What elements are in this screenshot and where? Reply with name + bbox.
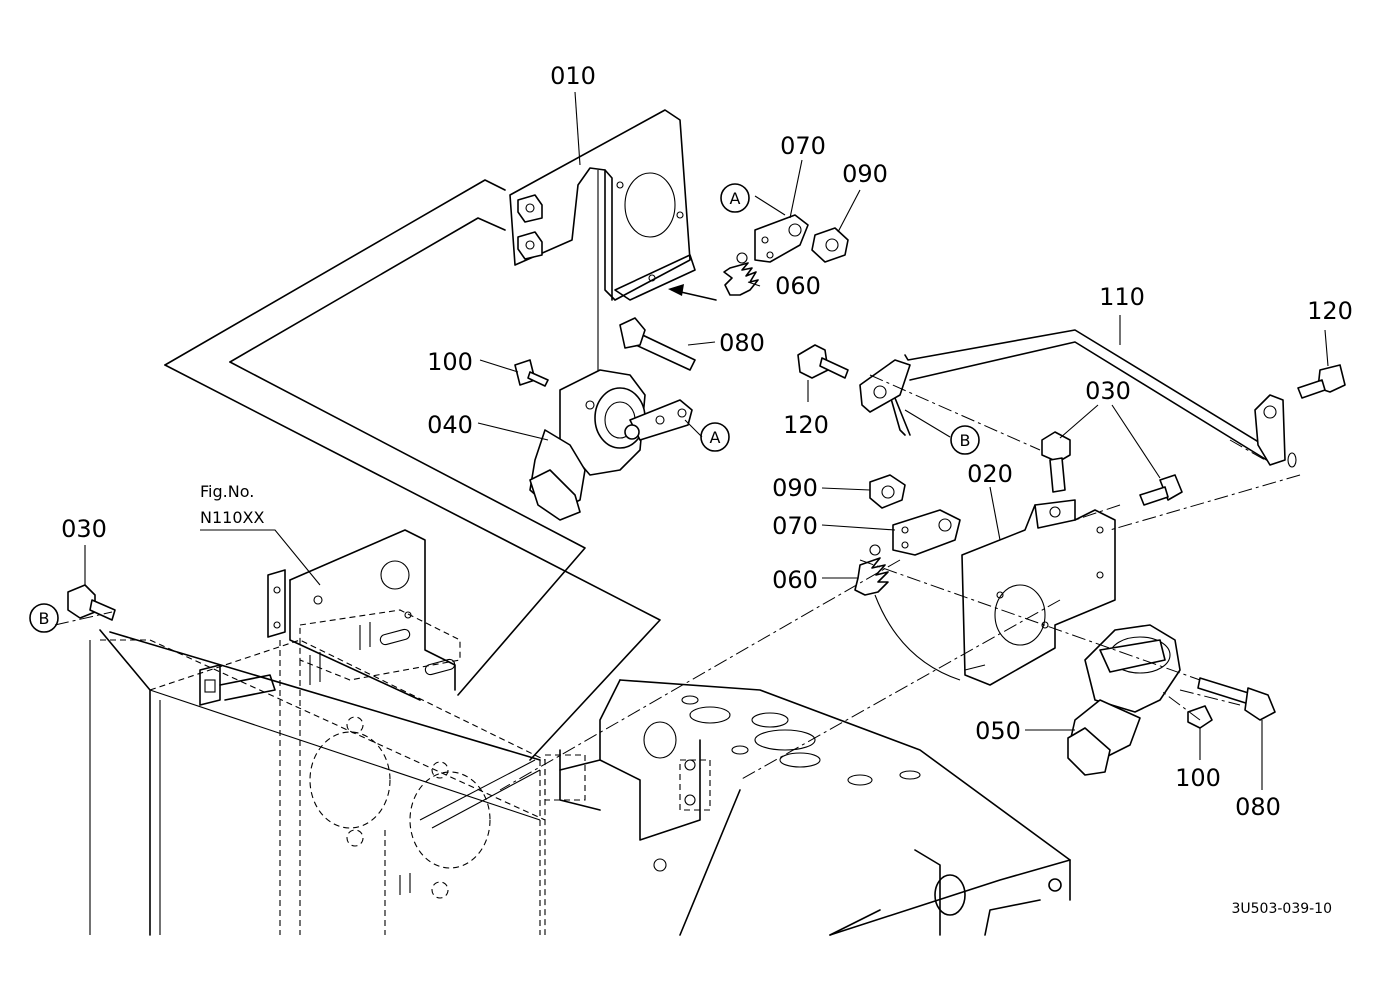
screw-100-top <box>514 359 549 387</box>
marker-b-left: B <box>29 603 59 633</box>
spring-060-bottom <box>854 544 961 681</box>
marker-a-top-text: A <box>730 189 741 208</box>
figure-reference: Fig.No. N110XX <box>200 482 264 527</box>
spring-060-top <box>723 252 759 296</box>
bolt-030-left <box>67 584 116 621</box>
label-070-bottom: 070 <box>772 512 818 540</box>
nut-090-bottom <box>869 474 906 509</box>
label-100-top: 100 <box>427 348 473 376</box>
marker-a-top: A <box>720 183 750 213</box>
marker-a-bottom-text: A <box>710 428 721 447</box>
bolt-120-right <box>1297 364 1346 399</box>
chassis-frame <box>89 529 1071 936</box>
label-110: 110 <box>1099 283 1145 311</box>
rod-110 <box>859 329 1297 468</box>
label-100-bottom: 100 <box>1175 764 1221 792</box>
marker-b-left-text: B <box>39 609 50 628</box>
label-090-bottom: 090 <box>772 474 818 502</box>
sensor-050 <box>1067 624 1181 776</box>
label-080-bottom: 080 <box>1235 793 1281 821</box>
bolt-030-vertical <box>1041 431 1071 493</box>
phantom-outline <box>164 179 661 761</box>
label-040: 040 <box>427 411 473 439</box>
marker-b-right: B <box>950 425 980 455</box>
bracket-020 <box>961 499 1116 686</box>
label-060-bottom: 060 <box>772 566 818 594</box>
figure-reference-line1: Fig.No. <box>200 482 254 501</box>
bolt-120-left <box>797 344 849 379</box>
marker-b-right-text: B <box>960 431 971 450</box>
bracket-010 <box>509 109 696 400</box>
label-050: 050 <box>975 717 1021 745</box>
sensor-040 <box>529 369 693 521</box>
screw-100-bottom <box>1187 705 1213 738</box>
label-030-right: 030 <box>1085 377 1131 405</box>
figure-reference-line2: N110XX <box>200 508 264 527</box>
label-020: 020 <box>967 460 1013 488</box>
drawing-code: 3U503-039-10 <box>1231 901 1332 917</box>
pin-080-top <box>619 317 696 371</box>
bolt-030-right <box>1139 474 1183 506</box>
leader-lines <box>54 91 1329 791</box>
label-070-top: 070 <box>780 132 826 160</box>
welded-nut-top <box>517 194 543 223</box>
label-080-top: 080 <box>719 329 765 357</box>
label-120-left: 120 <box>783 411 829 439</box>
plate-070-top <box>754 214 809 263</box>
label-010: 010 <box>550 62 596 90</box>
label-060-top: 060 <box>775 272 821 300</box>
arrow-indicator <box>668 284 717 301</box>
plate-070-bottom <box>892 509 961 556</box>
label-090-top: 090 <box>842 160 888 188</box>
pin-080-bottom <box>1197 677 1276 721</box>
part-labels: 010 070 090 060 080 100 040 110 120 120 … <box>61 62 1353 821</box>
marker-a-bottom: A <box>700 422 730 452</box>
label-120-right: 120 <box>1307 297 1353 325</box>
nut-090-top <box>811 227 849 263</box>
welded-nut-bottom <box>517 231 543 260</box>
label-030-left: 030 <box>61 515 107 543</box>
